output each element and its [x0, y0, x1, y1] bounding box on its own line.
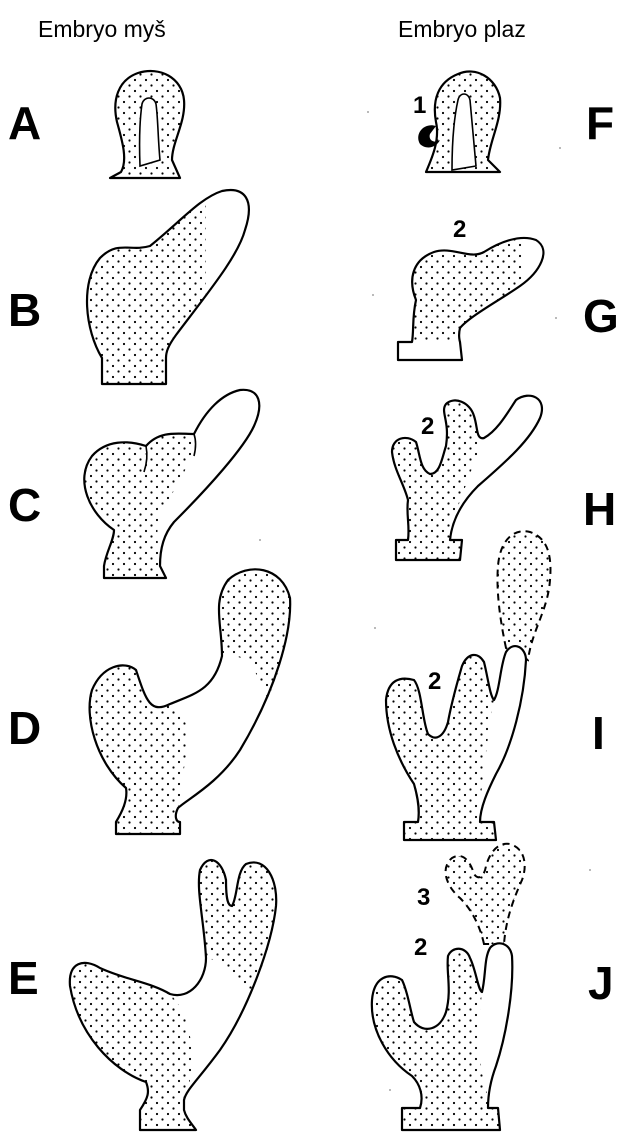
shape-j	[372, 844, 525, 1130]
shape-e	[70, 860, 276, 1130]
shape-a	[110, 71, 184, 178]
shape-c	[84, 390, 259, 578]
shape-i	[386, 531, 550, 840]
shape-g	[398, 238, 543, 360]
shape-f	[418, 71, 500, 172]
shape-b	[87, 190, 249, 384]
shape-d	[90, 569, 291, 834]
